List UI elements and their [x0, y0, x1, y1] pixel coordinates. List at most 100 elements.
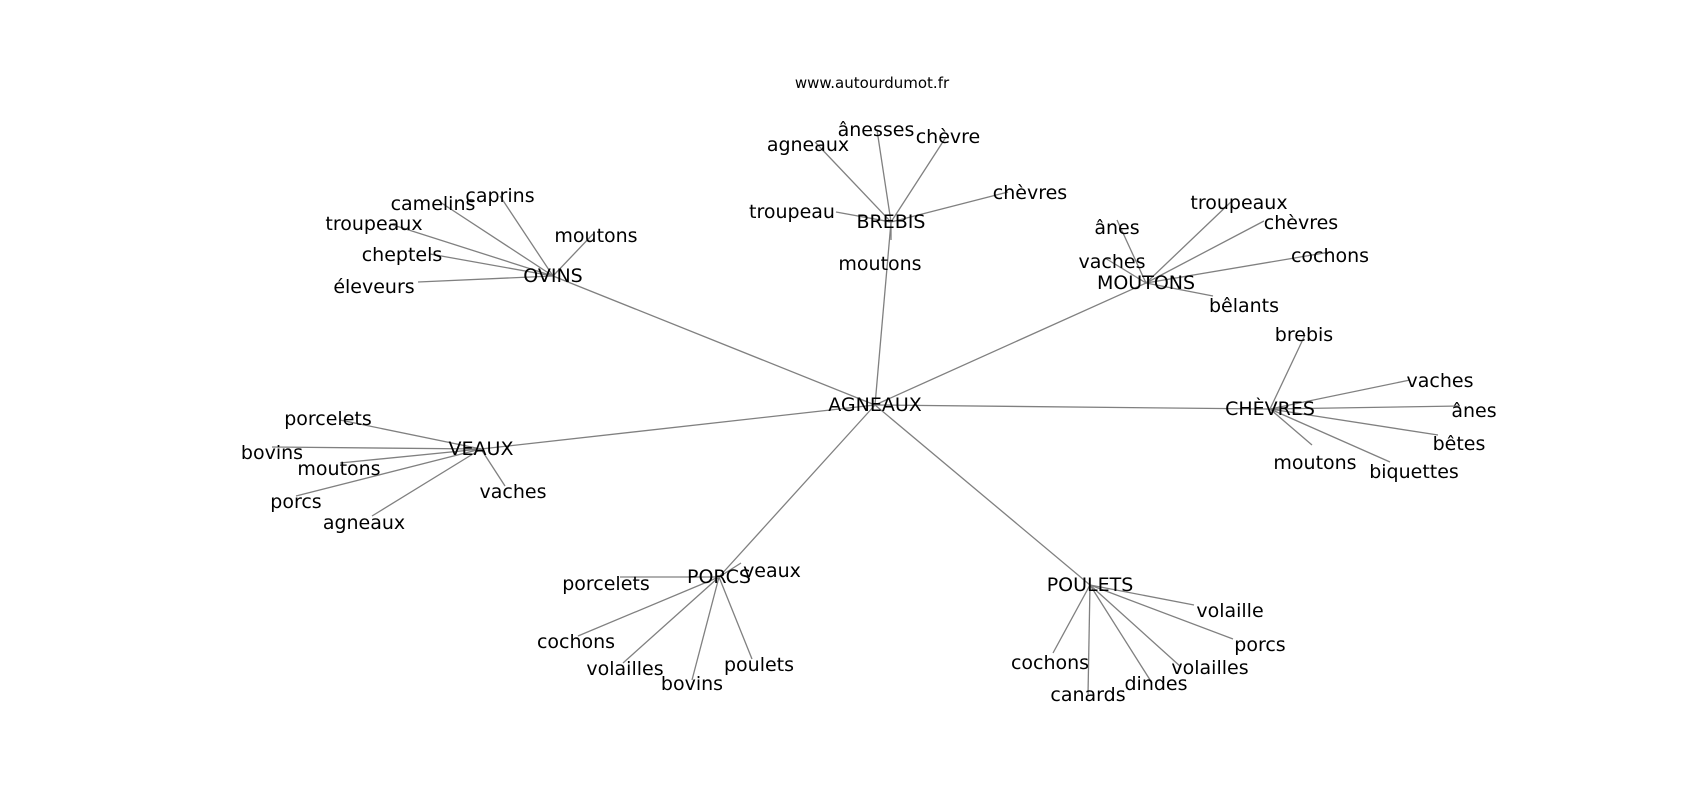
leaf-node-label[interactable]: moutons	[838, 253, 921, 275]
leaf-node-label[interactable]: volailles	[1171, 657, 1248, 679]
edge-chevres-leaf	[1269, 405, 1461, 410]
edge-chevres-leaf	[1269, 379, 1411, 410]
leaf-node-label[interactable]: bovins	[241, 442, 303, 464]
leaf-node-label[interactable]: porcelets	[284, 408, 372, 430]
hub-node-label-poulets[interactable]: POULETS	[1047, 574, 1134, 596]
edge-brebis-leaf	[835, 211, 892, 223]
center-node-label[interactable]: AGNEAUX	[828, 394, 922, 416]
leaf-node-label[interactable]: chèvres	[993, 182, 1067, 204]
leaf-node-label[interactable]: brebis	[1275, 324, 1333, 346]
edge-veaux-leaf	[480, 448, 506, 487]
leaf-node-label[interactable]: chèvre	[916, 126, 981, 148]
edge-chevres-leaf	[1269, 408, 1439, 436]
leaf-node-label[interactable]: vaches	[480, 481, 547, 503]
hub-node-label-porcs[interactable]: PORCS	[687, 566, 751, 588]
leaf-node-label[interactable]: chèvres	[1264, 212, 1338, 234]
edge-chevres-leaf	[1269, 408, 1313, 446]
edge-porcs-leaf	[718, 576, 753, 660]
leaf-node-label[interactable]: moutons	[297, 458, 380, 480]
hub-node-label-veaux[interactable]: VEAUX	[449, 438, 514, 460]
edge-moutons-leaf	[1116, 219, 1147, 284]
hub-node-label-ovins[interactable]: OVINS	[523, 265, 583, 287]
leaf-node-label[interactable]: agneaux	[767, 134, 849, 156]
leaf-node-label[interactable]: troupeau	[749, 201, 835, 223]
leaf-node-label[interactable]: agneaux	[323, 512, 405, 534]
edge-porcs-leaf	[622, 576, 720, 664]
leaf-node-label[interactable]: éleveurs	[333, 276, 414, 298]
edge-center-veaux	[480, 404, 876, 450]
edge-center-moutons	[874, 282, 1147, 406]
edge-veaux-leaf	[271, 446, 482, 450]
leaf-node-label[interactable]: cochons	[1291, 245, 1369, 267]
leaf-node-label[interactable]: ânes	[1094, 217, 1139, 239]
leaf-node-label[interactable]: volailles	[586, 658, 663, 680]
edge-veaux-leaf	[371, 448, 482, 517]
edge-ovins-leaf	[439, 201, 554, 277]
edge-brebis-leaf	[876, 129, 892, 223]
edge-poulets-leaf	[1089, 584, 1195, 606]
edge-chevres-leaf	[1269, 408, 1391, 463]
edge-porcs-leaf	[718, 562, 742, 578]
leaf-node-label[interactable]: ânesses	[838, 119, 915, 141]
hub-node-label-chevres[interactable]: CHÈVRES	[1225, 397, 1315, 420]
edge-brebis-leaf	[890, 191, 1009, 223]
site-watermark[interactable]: www.autourdumot.fr	[795, 74, 950, 92]
leaf-node-label[interactable]: cochons	[537, 631, 615, 653]
edge-chevres-leaf	[1269, 334, 1306, 410]
leaf-node-label[interactable]: ânes	[1451, 400, 1496, 422]
leaf-node-label[interactable]: porcs	[270, 491, 321, 513]
edge-moutons-leaf	[1145, 199, 1234, 284]
leaf-node-label[interactable]: moutons	[554, 225, 637, 247]
edge-poulets-leaf	[1089, 584, 1153, 684]
edge-poulets-leaf	[1089, 584, 1234, 640]
edge-center-porcs	[718, 404, 876, 578]
edge-ovins-leaf	[552, 233, 594, 277]
leaf-node-label[interactable]: bêlants	[1209, 295, 1279, 317]
leaf-node-label[interactable]: cheptels	[362, 244, 443, 266]
hub-node-label-moutons[interactable]: MOUTONS	[1097, 272, 1195, 294]
leaf-node-label[interactable]: caprins	[465, 185, 534, 207]
leaf-node-label[interactable]: cochons	[1011, 652, 1089, 674]
edge-veaux-leaf	[339, 448, 482, 464]
leaf-node-label[interactable]: moutons	[1273, 452, 1356, 474]
leaf-node-label[interactable]: troupeaux	[1190, 192, 1287, 214]
graph-edges	[271, 129, 1461, 696]
leaf-node-label[interactable]: vaches	[1079, 251, 1146, 273]
edge-porcs-leaf	[691, 576, 720, 681]
leaf-node-label[interactable]: camelins	[391, 193, 476, 215]
edge-center-ovins	[552, 275, 876, 406]
edge-moutons-leaf	[1145, 282, 1214, 297]
edge-ovins-leaf	[417, 275, 554, 283]
graph-labels: AGNEAUXcaprinscamelinstroupeauxmoutonsch…	[241, 119, 1497, 706]
leaf-node-label[interactable]: canards	[1050, 684, 1125, 706]
edge-moutons-leaf	[1145, 220, 1265, 284]
edge-center-poulets	[874, 404, 1091, 586]
leaf-node-label[interactable]: troupeaux	[325, 213, 422, 235]
leaf-node-label[interactable]: biquettes	[1369, 461, 1459, 483]
leaf-node-label[interactable]: porcelets	[562, 573, 650, 595]
leaf-node-label[interactable]: veaux	[743, 560, 801, 582]
leaf-node-label[interactable]: poulets	[724, 654, 794, 676]
edge-brebis-leaf	[890, 136, 947, 223]
edge-ovins-leaf	[389, 223, 554, 277]
edge-center-chevres	[874, 404, 1271, 410]
hub-node-label-brebis[interactable]: BREBIS	[857, 211, 926, 233]
leaf-node-label[interactable]: porcs	[1234, 634, 1285, 656]
edge-poulets-leaf	[1087, 584, 1091, 696]
edge-moutons-leaf	[1145, 251, 1331, 284]
edge-veaux-leaf	[339, 419, 482, 450]
edge-ovins-leaf	[499, 195, 554, 277]
leaf-node-label[interactable]: vaches	[1407, 370, 1474, 392]
leaf-node-label[interactable]: bovins	[661, 673, 723, 695]
edge-poulets-leaf	[1089, 584, 1182, 668]
edge-center-brebis	[874, 221, 892, 406]
leaf-node-label[interactable]: volaille	[1196, 600, 1263, 622]
leaf-node-label[interactable]: dindes	[1124, 673, 1187, 695]
edge-poulets-leaf	[1052, 584, 1091, 654]
edge-porcs-leaf	[577, 576, 720, 637]
edge-brebis-leaf	[814, 141, 892, 223]
edge-ovins-leaf	[429, 253, 554, 277]
leaf-node-label[interactable]: bêtes	[1433, 433, 1486, 455]
